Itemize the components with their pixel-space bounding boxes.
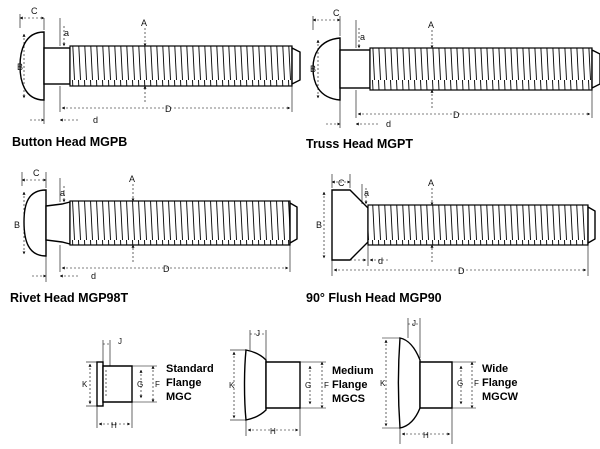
dim-label-c: C	[338, 178, 345, 188]
dim-label-f: F	[155, 380, 160, 389]
dim-label-c: C	[31, 6, 38, 16]
collar-label-line2: Flange	[482, 377, 517, 389]
dim-label-D: D	[163, 264, 170, 274]
dim-label-A: A	[141, 18, 147, 28]
dim-label-A: A	[428, 178, 434, 188]
dim-label-h: H	[423, 431, 429, 440]
collar-label-line2: Flange	[166, 377, 201, 389]
dim-label-c: C	[33, 168, 40, 178]
rivet-head-pin	[21, 172, 298, 282]
dim-label-a: a	[360, 32, 365, 42]
truss-head-pin	[312, 16, 600, 128]
dim-label-g: G	[137, 380, 143, 389]
dim-label-k: K	[82, 380, 88, 389]
collar-medium-flange	[230, 330, 326, 436]
dim-label-k: K	[229, 381, 235, 390]
collar-label-line3: MGCW	[482, 391, 519, 403]
dim-label-a: a	[60, 188, 65, 198]
caption-truss-head: Truss Head MGPT	[306, 137, 413, 151]
dim-label-d: d	[378, 256, 383, 266]
dim-label-A: A	[428, 20, 434, 30]
collar-label-line3: MGC	[166, 391, 192, 403]
collar-wide-flange	[382, 318, 476, 444]
dim-label-b: B	[14, 220, 20, 230]
dim-label-d: d	[93, 115, 98, 125]
dim-label-a: a	[64, 28, 69, 38]
dim-label-a: a	[364, 188, 369, 198]
dim-label-D: D	[165, 104, 172, 114]
caption-button-head: Button Head MGPB	[12, 135, 127, 149]
dim-label-h: H	[270, 427, 276, 436]
dim-label-D: D	[458, 266, 465, 276]
button-head-pin	[19, 14, 301, 124]
dim-label-g: G	[457, 379, 463, 388]
caption-rivet-head: Rivet Head MGP98T	[10, 291, 128, 305]
collar-label-line1: Standard	[166, 363, 214, 375]
dim-label-k: K	[380, 379, 386, 388]
dim-label-d: d	[386, 119, 391, 129]
dim-label-j: J	[118, 337, 122, 346]
dim-label-h: H	[111, 421, 117, 430]
dim-label-d: d	[91, 271, 96, 281]
dim-label-f: F	[324, 381, 329, 390]
dim-label-A: A	[129, 174, 135, 184]
caption-flush-head: 90° Flush Head MGP90	[306, 291, 442, 305]
flush-head-pin	[322, 174, 596, 276]
dim-label-b: B	[310, 64, 316, 74]
dim-label-g: G	[305, 381, 311, 390]
collar-label-line2: Flange	[332, 379, 367, 391]
collar-label-line1: Wide	[482, 363, 508, 375]
dim-label-b: B	[17, 62, 23, 72]
dim-label-j: J	[412, 319, 416, 328]
collar-standard-flange	[86, 340, 157, 428]
collar-label-line1: Medium	[332, 365, 374, 377]
dim-label-c: C	[333, 8, 340, 18]
dim-label-b: B	[316, 220, 322, 230]
dim-label-f: F	[474, 379, 479, 388]
dim-label-D: D	[453, 110, 460, 120]
dim-label-j: J	[256, 329, 260, 338]
collar-label-line3: MGCS	[332, 393, 365, 405]
